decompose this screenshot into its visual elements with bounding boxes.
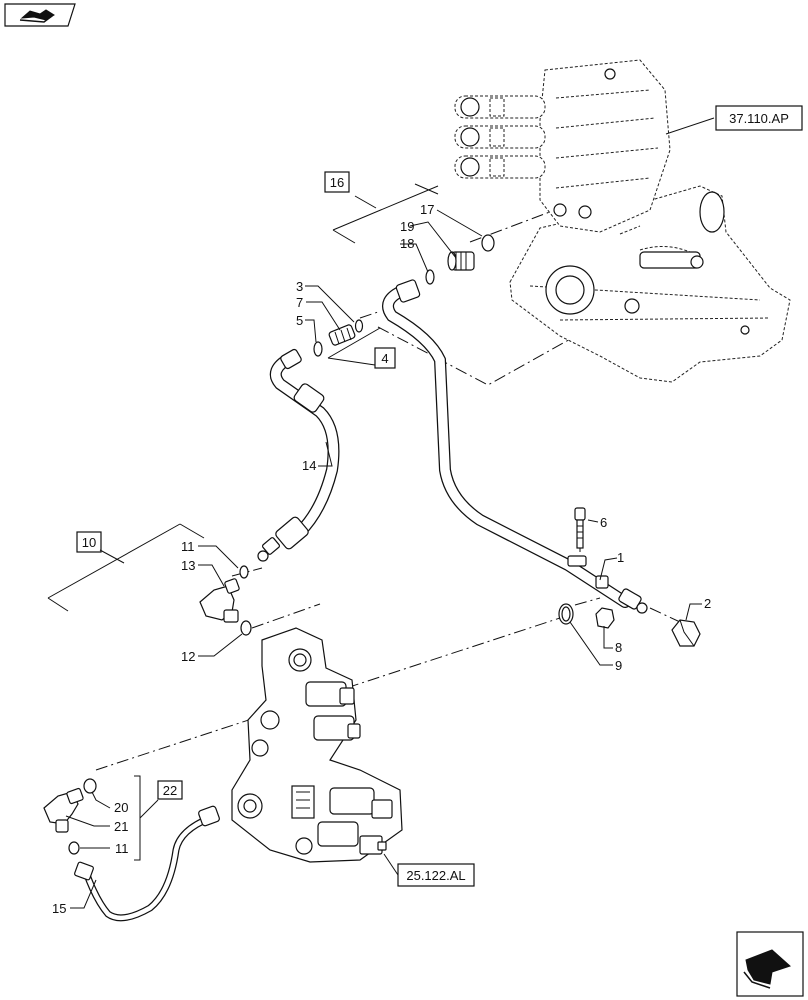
valve-stack: [454, 59, 715, 233]
group-label: 16: [330, 175, 344, 190]
callout-3: 3: [296, 279, 303, 294]
reference-label: 37.110.AP: [729, 111, 789, 126]
pipe-15: [74, 805, 220, 922]
book-navigation-icon[interactable]: [4, 3, 76, 27]
hose-14: [257, 348, 340, 562]
callouts: 1 2 3 5 6 7 8 9 11 11 12 13 14 15 17 18 …: [52, 202, 711, 916]
control-valve-body: [231, 627, 403, 863]
callout-5: 5: [296, 313, 303, 328]
next-page-arrow-icon[interactable]: [736, 931, 804, 997]
bolt-6: [574, 507, 586, 549]
group-label: 4: [381, 351, 388, 366]
callout-7: 7: [296, 295, 303, 310]
callout-2: 2: [704, 596, 711, 611]
reference-box-control-valve[interactable]: 25.122.AL: [383, 853, 475, 887]
callout-1: 1: [617, 550, 624, 565]
callout-17: 17: [420, 202, 434, 217]
group-22: 22: [43, 775, 183, 861]
transmission-housing: [509, 185, 791, 383]
o-ring-9: [558, 603, 574, 625]
callout-8: 8: [615, 640, 622, 655]
group-label: 10: [82, 535, 96, 550]
nut-8: [595, 607, 615, 629]
fittings-3-5-7: [313, 319, 364, 357]
callout-13: 13: [181, 558, 195, 573]
callout-11-upper: 11: [181, 539, 195, 554]
callout-18: 18: [400, 236, 414, 251]
callout-15: 15: [52, 901, 66, 916]
fittings-17-19: [425, 234, 495, 285]
pipe-1: [382, 279, 648, 614]
cap-2: [671, 619, 701, 647]
callout-19: 19: [400, 219, 414, 234]
callout-20: 20: [114, 800, 128, 815]
group-label: 22: [163, 783, 177, 798]
callout-14: 14: [302, 458, 316, 473]
group-4: 4: [327, 327, 396, 369]
callout-11-lower: 11: [115, 841, 129, 856]
callout-9: 9: [615, 658, 622, 673]
reference-box-valve[interactable]: 37.110.AP: [715, 105, 803, 131]
group-10: 10: [47, 523, 205, 612]
elbow-13: [199, 565, 252, 636]
leader-lines: [65, 209, 702, 909]
group-16: 16: [324, 171, 439, 244]
reference-label: 25.122.AL: [406, 868, 465, 883]
callout-21: 21: [114, 819, 128, 834]
callout-6: 6: [600, 515, 607, 530]
callout-12: 12: [181, 649, 195, 664]
